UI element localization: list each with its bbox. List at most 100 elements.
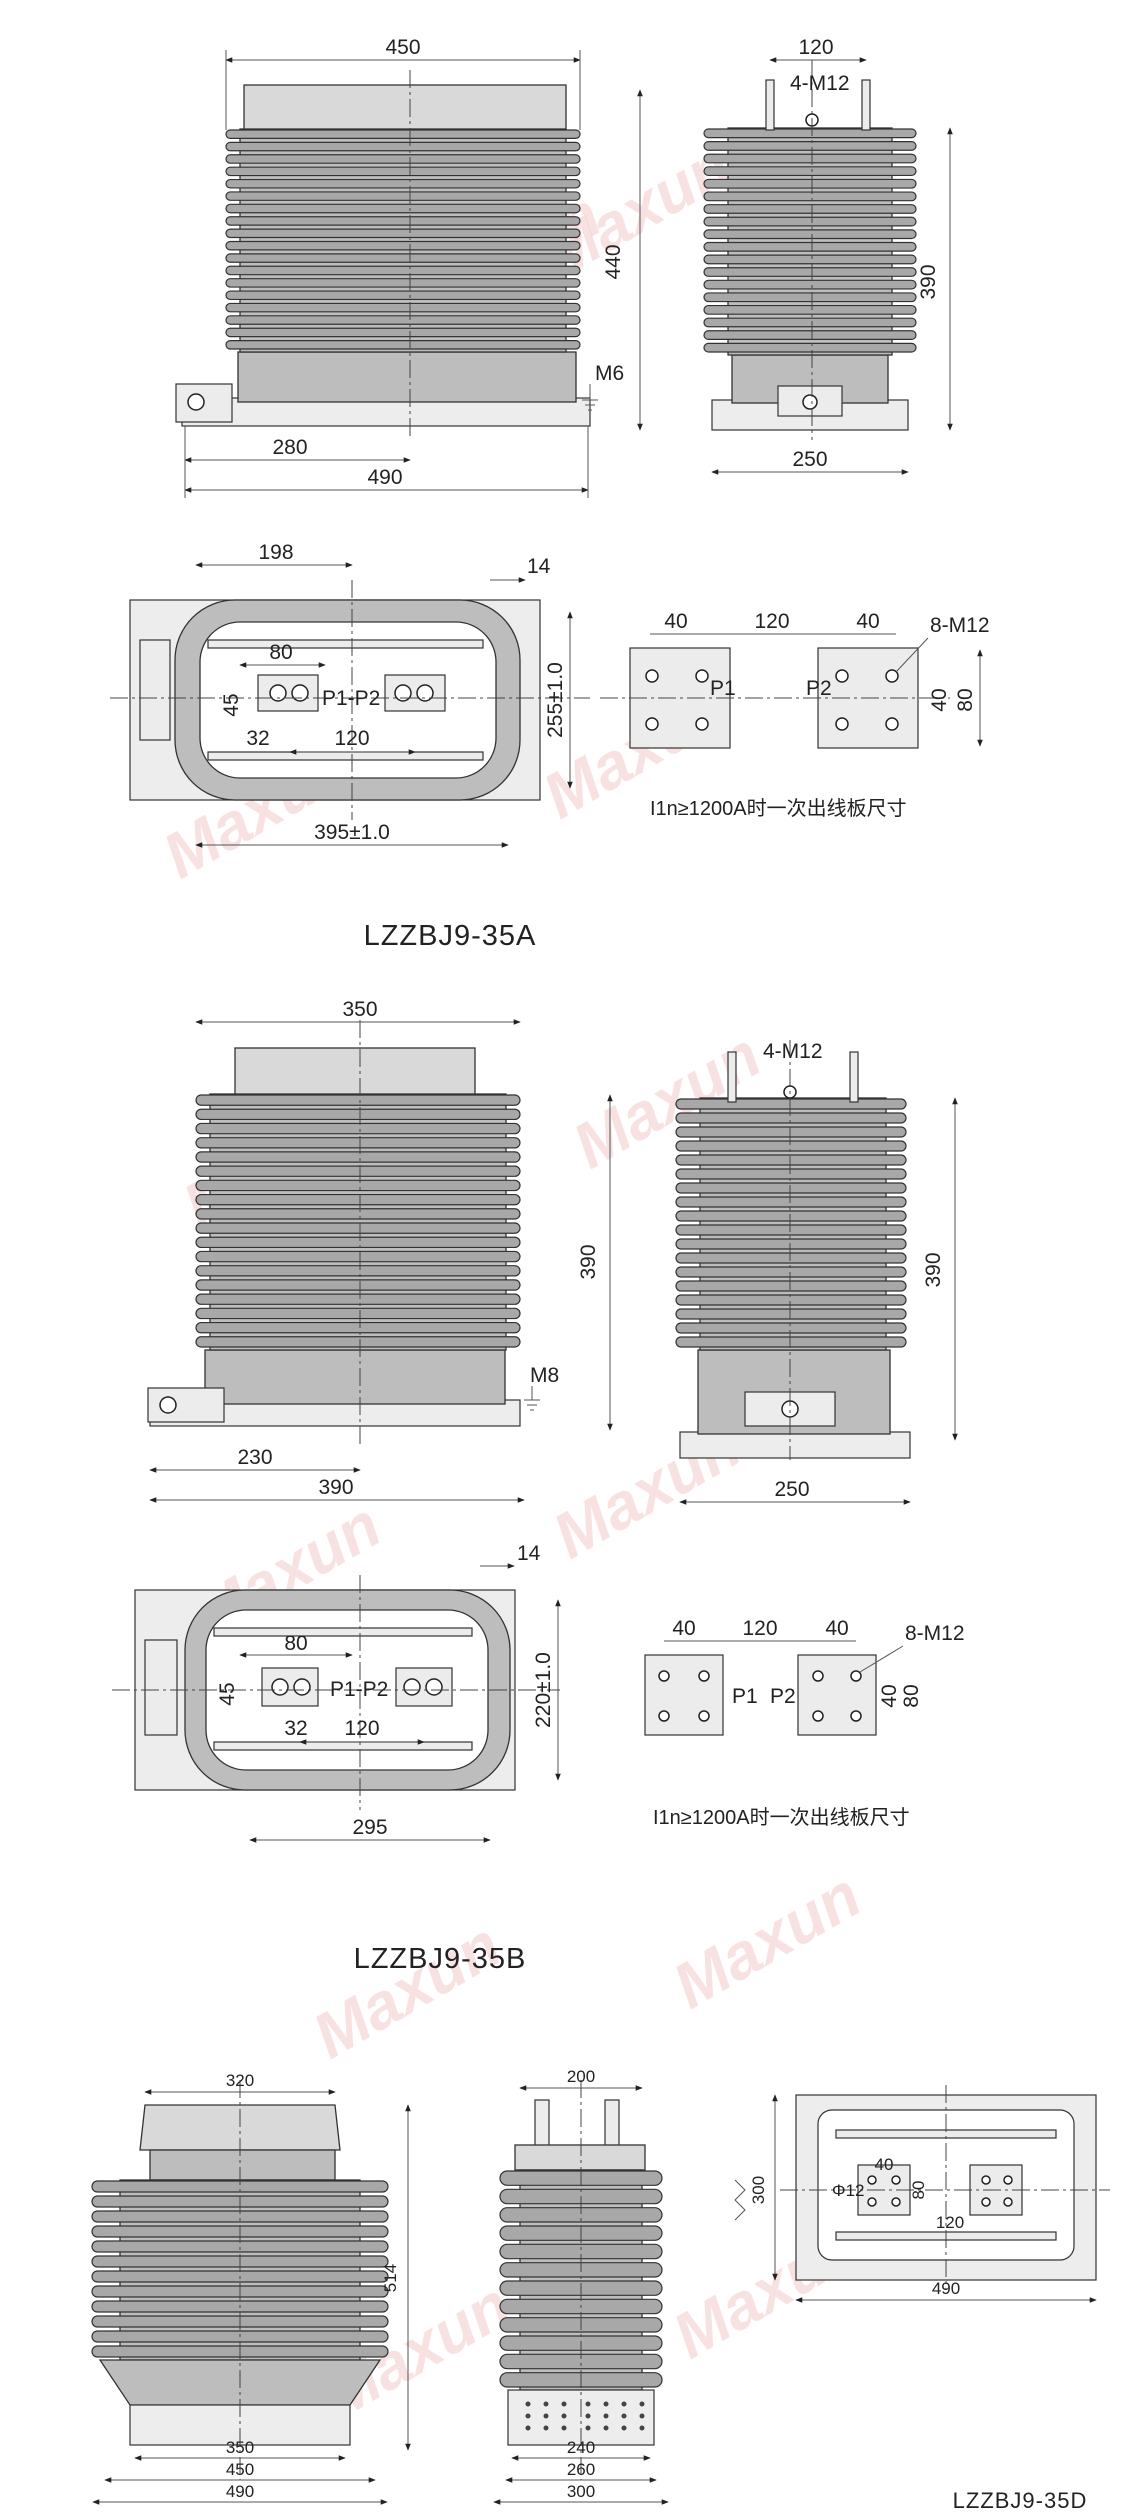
dim-plan-490: 490 <box>932 2279 960 2298</box>
shed-rib <box>675 1168 907 1180</box>
pad-hole <box>885 717 899 731</box>
terminal-dot <box>543 2413 549 2419</box>
pad-hole <box>645 717 659 731</box>
front-view-d: 320 514 350 450 490 <box>91 2071 411 2505</box>
terminal-hole <box>291 684 309 702</box>
shed-rib <box>703 317 917 328</box>
plan-p1p2-label: P1-P2 <box>330 1678 388 1701</box>
shed-rib <box>225 203 581 214</box>
primary-terminal-stud <box>861 79 871 131</box>
terminal-label: 4-M12 <box>763 1040 823 1063</box>
insulator-core <box>699 1097 887 1351</box>
pad-hole <box>885 669 899 683</box>
terminal-dot <box>585 2413 591 2419</box>
dim-side-300: 300 <box>567 2482 595 2501</box>
shed-rib <box>225 228 581 239</box>
dim-front-width: 450 <box>385 36 420 59</box>
shed-rib <box>195 1307 521 1320</box>
dim-plan-120: 120 <box>344 1717 379 1740</box>
terminal-hole <box>425 1678 443 1696</box>
dim-front-height: 514 <box>381 2264 400 2292</box>
pad-hole <box>645 669 659 683</box>
terminal-hole <box>891 2175 901 2185</box>
shed-rib <box>703 241 917 252</box>
lower-body <box>237 351 577 403</box>
insulator-core <box>239 128 567 353</box>
terminal-label: 4-M12 <box>790 72 850 95</box>
dim-plan-width: 295 <box>352 1816 387 1839</box>
dim-plan-width: 395±1.0 <box>314 821 390 844</box>
shed-rib <box>195 1265 521 1277</box>
pad-hole <box>812 1710 824 1722</box>
dim-front-width: 350 <box>342 998 377 1021</box>
terminal-dot <box>603 2401 609 2407</box>
shed-rib <box>703 153 917 164</box>
shed-rib <box>225 278 581 288</box>
watermark-logo: Maxun <box>661 1858 873 2022</box>
sheds <box>225 128 581 353</box>
shed-rib <box>703 229 917 240</box>
shed-rib <box>675 1140 907 1152</box>
top-cap <box>514 2144 646 2171</box>
pad-bolts-label: 8-M12 <box>905 1622 965 1645</box>
dim-plan-120: 120 <box>334 727 369 750</box>
dim-plan-dia: Φ12 <box>832 2181 864 2200</box>
ground-bolt-label: M6 <box>595 362 624 385</box>
shed-rib <box>225 216 581 226</box>
terminal-dot <box>543 2425 549 2431</box>
terminal-dot <box>639 2413 645 2419</box>
pad-p1-label: P1 <box>710 677 736 700</box>
spring-symbol <box>734 2179 746 2221</box>
terminal-dot <box>525 2401 531 2407</box>
dim-plan-120: 120 <box>936 2213 964 2232</box>
shed-rib <box>225 340 581 350</box>
ground-symbol <box>524 1386 540 1411</box>
terminal-dot <box>603 2425 609 2431</box>
shed-rib <box>225 154 581 164</box>
shed-rib <box>675 1294 907 1306</box>
terminal-dot <box>561 2413 567 2419</box>
dim-front-280: 280 <box>272 436 307 459</box>
side-view-a: 120 4-M12 390 250 <box>703 36 953 475</box>
shed-rib <box>225 290 581 301</box>
dim-plan-32: 32 <box>284 1717 307 1740</box>
leader-line <box>859 1645 904 1673</box>
terminal-hole <box>1003 2175 1013 2185</box>
shed-rib <box>675 1182 907 1194</box>
busbar <box>213 1627 473 1637</box>
terminal-dot <box>585 2401 591 2407</box>
shed-rib <box>195 1293 521 1305</box>
shed-rib <box>675 1252 907 1264</box>
front-view-b: 350 390 230 390 M8 <box>147 998 613 1503</box>
dim-pad-120: 120 <box>754 610 789 633</box>
pad-p2 <box>797 1654 877 1736</box>
ground-symbol <box>582 384 598 411</box>
primary-terminal-stud <box>727 1051 737 1103</box>
pad-hole <box>850 1710 862 1722</box>
shed-rib <box>703 304 917 315</box>
dim-plan-45: 45 <box>216 1682 239 1705</box>
terminal-dots <box>525 2401 645 2431</box>
shed-rib <box>675 1210 907 1222</box>
busbar <box>213 1741 473 1751</box>
shed-rib <box>675 1280 907 1292</box>
shed-rib <box>225 240 581 251</box>
drawing-lzzbj9-35b: 350 390 230 390 M8 4-M12 390 250 <box>112 998 965 1975</box>
pad-bolts-label: 8-M12 <box>930 614 990 637</box>
shed-rib <box>703 141 917 151</box>
side-view-d: 200 240 260 300 <box>493 2067 669 2505</box>
pad-p1 <box>644 1654 724 1736</box>
shed-rib <box>195 1208 521 1220</box>
primary-terminal-stud <box>604 2099 620 2151</box>
dim-front-top: 320 <box>226 2071 254 2090</box>
shed-rib <box>675 1322 907 1334</box>
shed-rib <box>225 141 581 152</box>
leader-line <box>895 637 929 673</box>
terminal-hole <box>394 684 412 702</box>
watermark-logo: Maxun <box>301 1908 513 2072</box>
dim-plan-198: 198 <box>258 541 293 564</box>
pad-hole <box>850 1670 862 1682</box>
shed-rib <box>703 128 917 139</box>
busbar <box>207 751 484 761</box>
dim-plan-14: 14 <box>527 555 551 578</box>
